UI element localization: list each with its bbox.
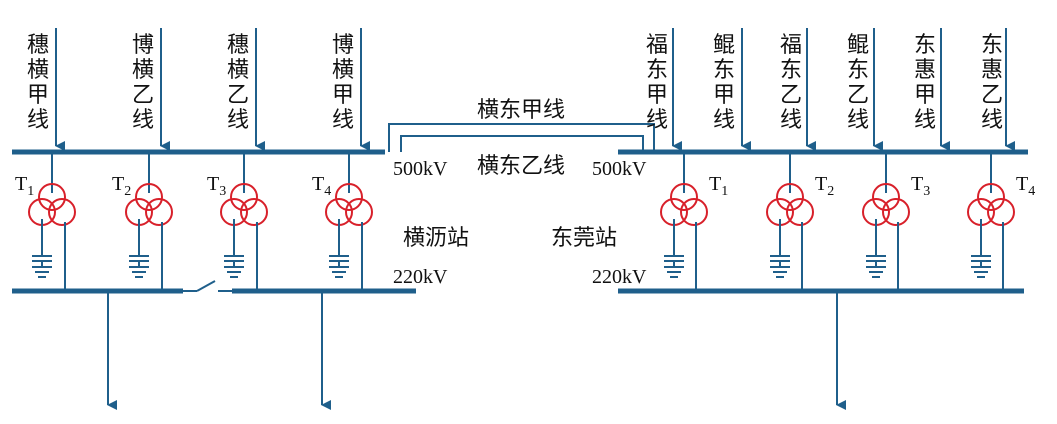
hengli-t4-ground <box>329 242 349 278</box>
dongguan-transformer-t4-winding-hv <box>977 183 1005 211</box>
hengli-transformer-t1-winding-hv <box>38 183 66 211</box>
dongguan-t4-ground <box>971 242 991 278</box>
dongguan-transformer-t1-winding-hv <box>670 183 698 211</box>
hengli-line-label-3-text: 穗横乙线 <box>227 33 249 133</box>
hengli-transformer-t2-winding-hv <box>135 183 163 211</box>
hengli-t3-ground <box>224 242 244 278</box>
dongguan-line-label-3-text: 福东乙线 <box>780 33 802 133</box>
hengli-line-label-2: 博横乙线 <box>132 33 154 133</box>
dongguan-line-label-1: 福东甲线 <box>646 33 668 133</box>
dongguan-line-label-5-text: 东惠甲线 <box>914 33 936 133</box>
hengli-transformer-t4-winding-lv <box>345 198 373 226</box>
hengli-transformer-t3-winding-lv <box>240 198 268 226</box>
hengli-line-label-3: 穗横乙线 <box>227 33 249 133</box>
dongguan-t2-label: T2 <box>815 173 834 199</box>
dongguan-line-label-4-text: 鲲东乙线 <box>847 33 869 133</box>
hengli-220kv-label: 220kV <box>393 266 448 288</box>
hengli-t4-label: T4 <box>312 173 331 199</box>
dongguan-transformer-t2 <box>766 183 814 226</box>
hengli-transformer-t3-winding-hv <box>230 183 258 211</box>
dongguan-line-label-3: 福东乙线 <box>780 33 802 133</box>
dongguan-t2-ground <box>770 242 790 278</box>
hengli-station-label: 横沥站 <box>403 226 469 251</box>
dongguan-t1-ground <box>664 242 684 278</box>
dongguan-transformer-t3-winding-hv <box>872 183 900 211</box>
hengli-line-label-4-text: 博横甲线 <box>332 33 354 133</box>
tie-line-a <box>388 123 655 152</box>
dongguan-transformer-t1-winding-lv <box>680 198 708 226</box>
tie-line-b-label: 横东乙线 <box>477 154 565 179</box>
hengli-transformer-t1-winding-lv <box>48 198 76 226</box>
dongguan-line-label-1-text: 福东甲线 <box>646 33 668 133</box>
hengli-line-label-1-text: 穗横甲线 <box>27 33 49 133</box>
dongguan-transformer-t4 <box>967 183 1015 226</box>
dongguan-line-label-6: 东惠乙线 <box>981 33 1003 133</box>
dongguan-line-label-4: 鲲东乙线 <box>847 33 869 133</box>
hengli-line-label-4: 博横甲线 <box>332 33 354 133</box>
dongguan-transformer-t2-winding-lv <box>786 198 814 226</box>
dongguan-transformer-t4-winding-lv <box>987 198 1015 226</box>
tie-line-a-label: 横东甲线 <box>477 98 565 123</box>
dongguan-t1-label: T1 <box>709 173 728 199</box>
hengli-transformer-t4-winding-hv <box>335 183 363 211</box>
hengli-transformer-t3 <box>220 183 268 226</box>
hengli-t1-ground <box>32 242 52 278</box>
dongguan-220kv-label: 220kV <box>592 266 647 288</box>
tie-line-b <box>400 135 644 152</box>
dongguan-line-label-6-text: 东惠乙线 <box>981 33 1003 133</box>
dongguan-line-label-5: 东惠甲线 <box>914 33 936 133</box>
hengli-500kv-label: 500kV <box>393 158 448 180</box>
dongguan-line-label-2-text: 鲲东甲线 <box>713 33 735 133</box>
bus-tie-switch-blade <box>196 280 216 292</box>
hengli-t2-label: T2 <box>112 173 131 199</box>
dongguan-t3-ground <box>866 242 886 278</box>
dongguan-t3-label: T3 <box>911 173 930 199</box>
dongguan-500kv-label: 500kV <box>592 158 647 180</box>
hengli-transformer-t2-winding-lv <box>145 198 173 226</box>
dongguan-t4-label: T4 <box>1016 173 1035 199</box>
dongguan-transformer-t2-winding-hv <box>776 183 804 211</box>
hengli-line-label-1: 穗横甲线 <box>27 33 49 133</box>
hengli-line-label-2-text: 博横乙线 <box>132 33 154 133</box>
dynamic-layer: 穗横甲线 博横乙线 穗横乙线 博横甲线 T1 T2 T3 T4 500kV 220kV 横沥站 横东甲… <box>12 28 1035 410</box>
dongguan-transformer-t3-winding-lv <box>882 198 910 226</box>
dongguan-station-label: 东莞站 <box>551 226 617 251</box>
hengli-t3-label: T3 <box>207 173 226 199</box>
hengli-t2-ground <box>129 242 149 278</box>
hengli-t1-label: T1 <box>15 173 34 199</box>
dongguan-line-label-2: 鲲东甲线 <box>713 33 735 133</box>
